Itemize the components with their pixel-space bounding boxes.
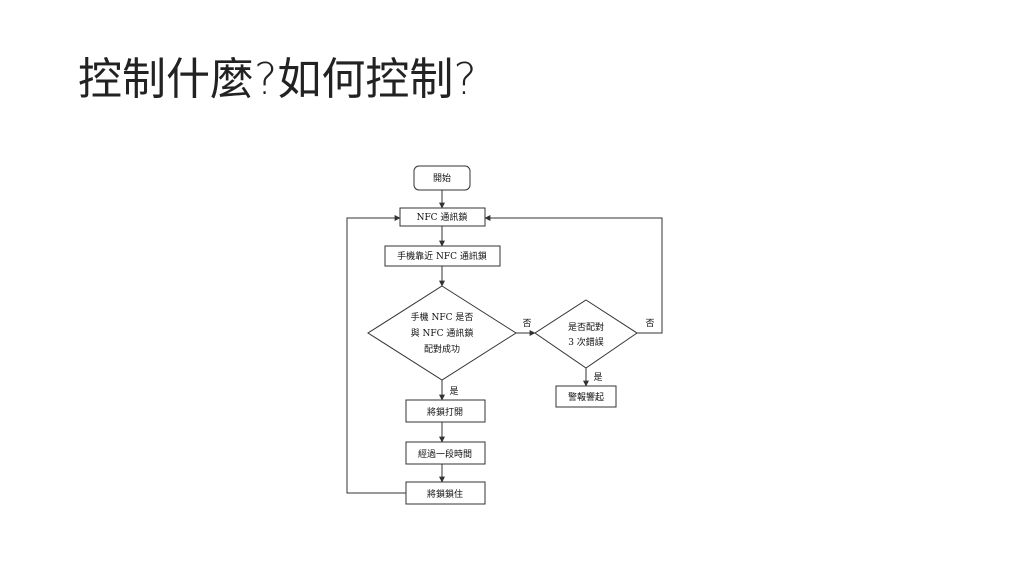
node-wait: [405, 441, 486, 465]
label-no-errors: 否: [645, 318, 654, 329]
arrow-lock-loop: [346, 215, 406, 494]
node-decision-pair: [367, 285, 517, 381]
label-no-pair: 否: [522, 318, 531, 329]
label-start: 開始: [433, 172, 451, 184]
label-yes-pair: 是: [449, 386, 458, 397]
node-decision-errors: [534, 299, 638, 369]
label-lock: 將鎖鎖住: [427, 488, 463, 500]
node-start: [413, 165, 471, 191]
label-decision-pair-line3: 配對成功: [424, 343, 460, 355]
label-decision-pair-line2: 與 NFC 通訊鎖: [411, 327, 474, 339]
node-phone-near: [384, 245, 501, 267]
slide-title: 控制什麼?如何控制?: [78, 54, 477, 105]
node-lock: [405, 481, 486, 505]
node-unlock: [405, 399, 486, 423]
node-nfc-lock: [399, 207, 486, 227]
label-decision-errors-line2: 3 次錯誤: [568, 336, 604, 348]
label-decision-errors-line1: 是否配對: [568, 321, 604, 333]
label-nfc-lock: NFC 通訊鎖: [417, 211, 468, 223]
label-wait: 經過一段時間: [418, 448, 472, 460]
label-yes-errors: 是: [593, 372, 602, 383]
label-unlock: 將鎖打開: [427, 406, 463, 418]
label-alarm: 警報響起: [568, 391, 604, 403]
node-alarm: [555, 385, 617, 408]
arrow-errors-no-loop: [484, 215, 663, 334]
label-decision-pair-line1: 手機 NFC 是否: [411, 311, 474, 323]
label-phone-near: 手機靠近 NFC 通訊鎖: [397, 250, 487, 262]
